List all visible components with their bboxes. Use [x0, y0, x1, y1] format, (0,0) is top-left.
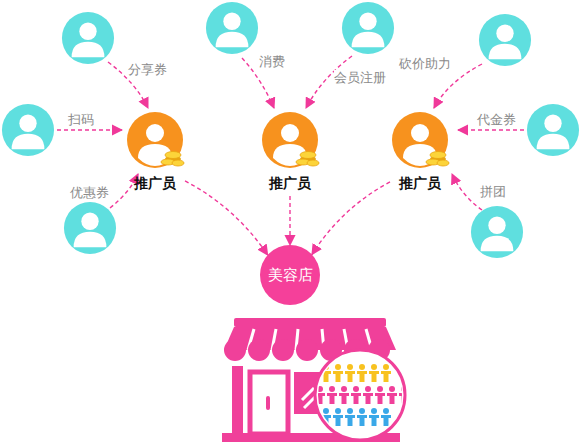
customer-icon — [471, 206, 523, 258]
arrow-label: 消费 — [259, 54, 285, 69]
customer-icon — [342, 2, 394, 54]
shop-illustration — [222, 318, 409, 442]
arrow-label: 扫码 — [68, 112, 94, 127]
arrow-label: 砍价助力 — [399, 56, 451, 71]
shop-label: 美容店 — [268, 266, 313, 285]
flow-arrow — [185, 181, 268, 255]
customer-icon — [62, 12, 114, 64]
promoter-icon — [390, 112, 450, 172]
arrow-label: 分享券 — [128, 62, 167, 77]
promoter-node: 推广员 — [260, 112, 320, 196]
promoter-label: 推广员 — [115, 174, 195, 192]
promoter-icon — [260, 112, 320, 172]
leader-arrows — [57, 56, 524, 210]
customer-icon — [206, 2, 258, 54]
flow-arrow — [312, 182, 390, 255]
customer-icon — [479, 14, 531, 66]
promoter-node: 推广员 — [390, 112, 450, 196]
promoter-label: 推广员 — [250, 174, 330, 192]
arrow-label: 拼团 — [480, 184, 506, 199]
shop-circle: 美容店 — [260, 245, 320, 305]
flow-arrow — [289, 196, 290, 245]
arrow-label: 优惠券 — [70, 185, 109, 200]
promoter-icon — [125, 112, 185, 172]
promoter-label: 推广员 — [380, 174, 460, 192]
promoter-node: 推广员 — [125, 112, 185, 196]
arrow-label: 会员注册 — [334, 70, 386, 85]
arrow-label: 代金券 — [477, 112, 516, 127]
customer-icon — [64, 202, 116, 254]
customer-icon — [2, 104, 54, 156]
customer-icon — [527, 104, 579, 156]
